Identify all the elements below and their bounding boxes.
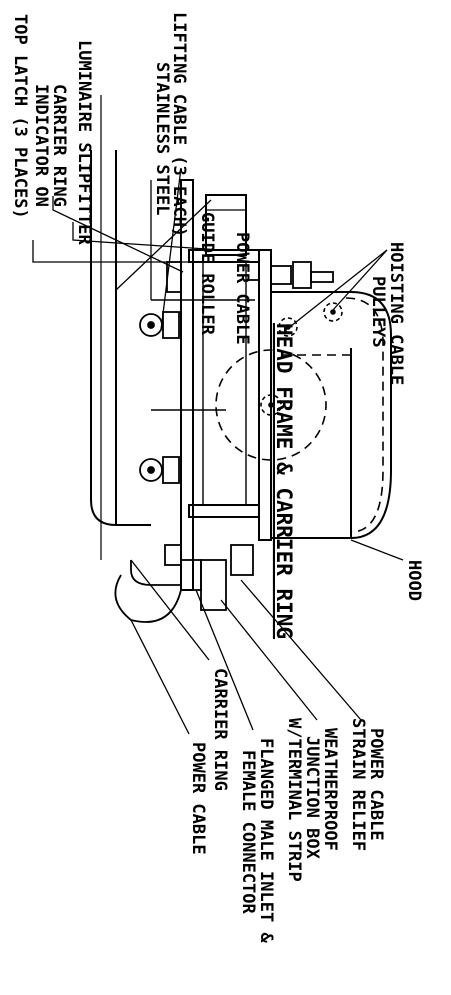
leader-lines <box>32 167 404 735</box>
label-top-latch: TOP LATCH (3 PLACES) <box>10 14 30 219</box>
label-flanged-line1: FLANGED MALE INLET & <box>256 738 276 943</box>
junction-box <box>114 544 254 623</box>
carrier-ring-frame <box>180 179 272 591</box>
label-carrier-ring: CARRIER RING <box>210 668 230 791</box>
label-stainless-line2: LIFTING CABLE (3 EACH) <box>169 12 189 237</box>
hood <box>270 291 392 539</box>
label-power-cable-bottom: POWER CABLE <box>188 742 208 855</box>
power-cable <box>90 95 151 560</box>
lifting-cable <box>151 299 255 411</box>
label-junction-line2: JUNCTION BOX <box>302 736 322 860</box>
label-hood: HOOD <box>404 560 424 601</box>
label-junction-line3: W/TERMINAL STRIP <box>284 718 304 882</box>
label-stainless-line1: STAINLESS STEEL <box>152 62 172 216</box>
label-junction-line1: WEATHERPROOF <box>320 728 340 851</box>
top-latch <box>246 261 334 289</box>
label-hoisting-line1: HOISTING CABLE <box>386 242 406 385</box>
label-strain-line1: POWER CABLE <box>366 728 386 841</box>
label-hoisting-line2: PULLEYS <box>368 276 388 348</box>
label-strain-line2: STRAIN RELIEF <box>348 718 368 851</box>
label-luminaire-slipfitter: LUMINAIRE SLIPFITTER <box>74 40 94 245</box>
label-power-cable-top: POWER CABLE <box>232 232 252 345</box>
label-flanged-line2: FEMALE CONNECTOR <box>238 750 258 915</box>
diagram-title: HEAD FRAME & CARRIER RING <box>272 323 296 639</box>
label-guide-roller: GUIDE ROLLER <box>197 212 217 336</box>
label-indicator-line2: CARRIER RING <box>49 84 69 207</box>
label-indicator-line1: INDICATOR ON <box>31 84 51 207</box>
guide-rollers <box>139 261 182 566</box>
